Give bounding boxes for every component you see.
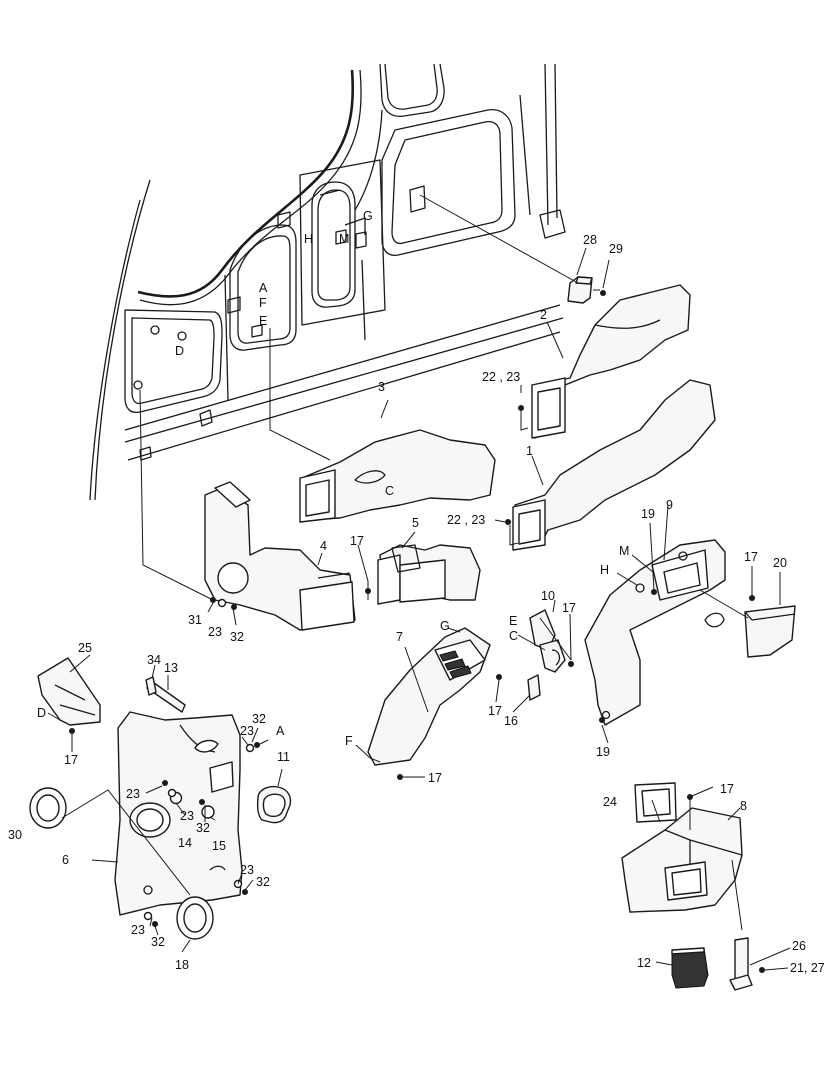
label-21-27: 21, 27 <box>790 961 825 975</box>
label-17-e: 17 <box>428 771 442 785</box>
part-20-pocket <box>744 605 796 658</box>
part-3-duct <box>299 429 496 523</box>
label-14: 14 <box>178 836 192 850</box>
label-10: 10 <box>541 589 555 603</box>
part-10-bracket <box>529 609 566 673</box>
part-5-duct <box>377 544 481 605</box>
label-1: 1 <box>526 444 533 458</box>
label-10-E: E <box>509 614 517 628</box>
part-34-fastener <box>145 676 157 696</box>
label-17-b: 17 <box>744 550 758 564</box>
part-2-duct <box>531 284 691 439</box>
label-23-c: 23 <box>126 787 140 801</box>
label-cab-E: E <box>259 314 267 328</box>
part-18-ring <box>176 896 214 940</box>
label-5: 5 <box>412 516 419 530</box>
label-cab-F: F <box>259 296 267 310</box>
label-17-c: 17 <box>562 601 576 615</box>
label-32-a: 32 <box>230 630 244 644</box>
part-25-bracket <box>37 657 101 726</box>
part-15-clip <box>201 805 215 819</box>
label-cab-C: C <box>385 484 394 498</box>
label-22-23-b: 22 , 23 <box>447 513 485 527</box>
label-28: 28 <box>583 233 597 247</box>
label-6-A: A <box>276 724 285 738</box>
label-17-g: 17 <box>720 782 734 796</box>
part-12-pad <box>671 947 709 989</box>
part-29-screw <box>600 290 606 296</box>
part-16-clip <box>527 674 541 701</box>
label-12: 12 <box>637 956 651 970</box>
label-23-a: 23 <box>208 625 222 639</box>
part-11-grommet <box>256 785 292 824</box>
callout-labels: A F E D G H M C 28 29 2 22 , 23 3 1 22 ,… <box>8 209 825 975</box>
label-32-d: 32 <box>256 875 270 889</box>
part-1-duct <box>512 379 716 551</box>
label-9-M: M <box>619 544 629 558</box>
label-23-b: 23 <box>240 724 254 738</box>
label-32-b: 32 <box>252 712 266 726</box>
label-17-f: 17 <box>64 753 78 767</box>
part-7-duct <box>367 627 491 766</box>
label-17-d: 17 <box>488 704 502 718</box>
label-29: 29 <box>609 242 623 256</box>
label-6: 6 <box>62 853 69 867</box>
label-32-e: 32 <box>151 935 165 949</box>
label-17-a: 17 <box>350 534 364 548</box>
label-16: 16 <box>504 714 518 728</box>
label-10-C: C <box>509 629 518 643</box>
label-23-d: 23 <box>180 809 194 823</box>
label-25: 25 <box>78 641 92 655</box>
part-8-panel <box>621 807 743 913</box>
label-cab-A: A <box>259 281 268 295</box>
label-9: 9 <box>666 498 673 512</box>
label-2: 2 <box>540 308 547 322</box>
label-cab-M: M <box>339 232 349 246</box>
label-3: 3 <box>378 380 385 394</box>
part-30-ring <box>29 787 67 829</box>
label-13: 13 <box>164 661 178 675</box>
label-18: 18 <box>175 958 189 972</box>
label-25-D: D <box>37 706 46 720</box>
label-22-23-a: 22 , 23 <box>482 370 520 384</box>
label-19-a: 19 <box>641 507 655 521</box>
label-7-F: F <box>345 734 353 748</box>
label-19-b: 19 <box>596 745 610 759</box>
leader-lines <box>47 194 791 971</box>
part-24-pad <box>634 782 677 823</box>
label-15: 15 <box>212 839 226 853</box>
label-34: 34 <box>147 653 161 667</box>
label-26: 26 <box>792 939 806 953</box>
label-11: 11 <box>277 750 290 764</box>
label-24: 24 <box>603 795 617 809</box>
fastener-dots <box>69 405 765 973</box>
part-26-bracket <box>729 937 753 991</box>
label-7-G: G <box>440 619 450 633</box>
label-31: 31 <box>188 613 202 627</box>
label-32-c: 32 <box>196 821 210 835</box>
part-28-plate <box>567 276 593 304</box>
label-8: 8 <box>740 799 747 813</box>
label-20: 20 <box>773 556 787 570</box>
label-30: 30 <box>8 828 22 842</box>
label-4: 4 <box>320 539 327 553</box>
label-9-H: H <box>600 563 609 577</box>
label-cab-D: D <box>175 344 184 358</box>
label-cab-G: G <box>363 209 373 223</box>
label-23-f: 23 <box>131 923 145 937</box>
label-7: 7 <box>396 630 403 644</box>
label-cab-H: H <box>304 232 313 246</box>
cab-frame <box>89 63 566 501</box>
label-23-e: 23 <box>240 863 254 877</box>
part-9-panel <box>584 539 726 726</box>
part-6-panel <box>114 711 243 916</box>
